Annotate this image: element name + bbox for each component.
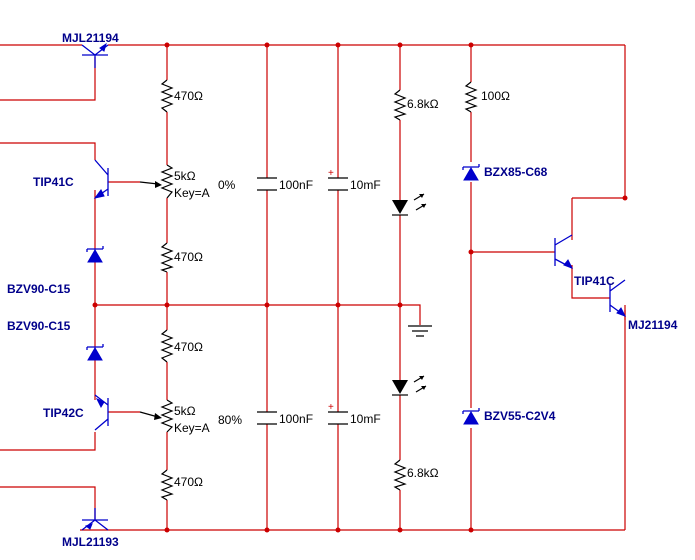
capacitor-10mf-top (328, 177, 348, 191)
labels: MJL21194 TIP41C BZV90-C15 BZV90-C15 TIP4… (7, 31, 678, 549)
resistor-470-top (160, 79, 174, 113)
label-cap-100nf-top: 100nF (279, 178, 313, 192)
label-cap-top-plus: + (328, 168, 334, 179)
zener-bzv90-c15-upper (86, 246, 104, 263)
label-pot-top-pct: 0% (218, 178, 236, 192)
led-lower (392, 375, 427, 396)
resistor-6k8-bottom (393, 459, 407, 491)
label-bzv90-lower: BZV90-C15 (7, 319, 71, 333)
label-tip42c: TIP42C (43, 406, 84, 420)
transistor-tip42c-lower (94, 394, 109, 431)
label-r-470-bottom: 470Ω (174, 475, 203, 489)
label-pot-bottom-key: Key=A (174, 421, 210, 435)
transistor-mjl21193-bottom (81, 508, 109, 531)
zener-bzv90-c15-lower (86, 344, 104, 361)
label-r-6k8-bottom: 6.8kΩ (407, 466, 439, 480)
label-tip41c-right: TIP41C (574, 274, 615, 288)
label-pot-top: 5kΩ (174, 169, 196, 183)
junction-dots (92, 42, 628, 533)
label-mjl21193: MJL21193 (62, 535, 119, 549)
label-mj21194: MJ21194 (628, 318, 678, 332)
resistor-470-mid-b (160, 329, 174, 363)
wiring (0, 44, 626, 531)
zener-bzx85-c68 (462, 164, 480, 181)
label-pot-bottom-pct: 80% (218, 413, 242, 427)
label-r-470-top: 470Ω (174, 89, 203, 103)
label-bzv90-upper: BZV90-C15 (7, 282, 71, 296)
resistor-6k8-top (393, 89, 407, 121)
label-mjl21194: MJL21194 (62, 31, 119, 45)
capacitor-100nf-top (257, 177, 277, 191)
resistor-470-mid-a (160, 242, 174, 273)
led-upper (392, 193, 427, 216)
label-cap-10mf-bottom: 10mF (350, 412, 381, 426)
capacitor-100nf-bottom (257, 411, 277, 425)
label-cap-100nf-bottom: 100nF (279, 412, 313, 426)
label-r-6k8-top: 6.8kΩ (407, 97, 439, 111)
label-cap-bottom-plus: + (328, 402, 334, 413)
capacitor-10mf-bottom (328, 411, 348, 425)
transistor-mj21194-right (609, 279, 627, 317)
label-cap-10mf-top: 10mF (350, 178, 381, 192)
zener-bzv55-c2v4 (462, 408, 480, 425)
ground-icon (408, 325, 432, 337)
label-r-470-mid-a: 470Ω (174, 250, 203, 264)
label-r-100: 100Ω (481, 89, 510, 103)
resistor-470-bottom (160, 469, 174, 501)
transistor-tip41c-right (554, 234, 574, 269)
label-bzv55: BZV55-C2V4 (484, 409, 556, 423)
transistor-tip41c-upper (93, 159, 109, 199)
potentiometer-top (139, 164, 174, 199)
resistor-100-right (464, 81, 478, 113)
label-r-470-mid-b: 470Ω (174, 340, 203, 354)
potentiometer-bottom (139, 399, 174, 433)
label-pot-top-key: Key=A (174, 186, 210, 200)
transistor-mjl21194-top (81, 42, 109, 68)
label-pot-bottom: 5kΩ (174, 404, 196, 418)
label-tip41c-upper: TIP41C (33, 175, 74, 189)
label-bzx85: BZX85-C68 (484, 165, 548, 179)
